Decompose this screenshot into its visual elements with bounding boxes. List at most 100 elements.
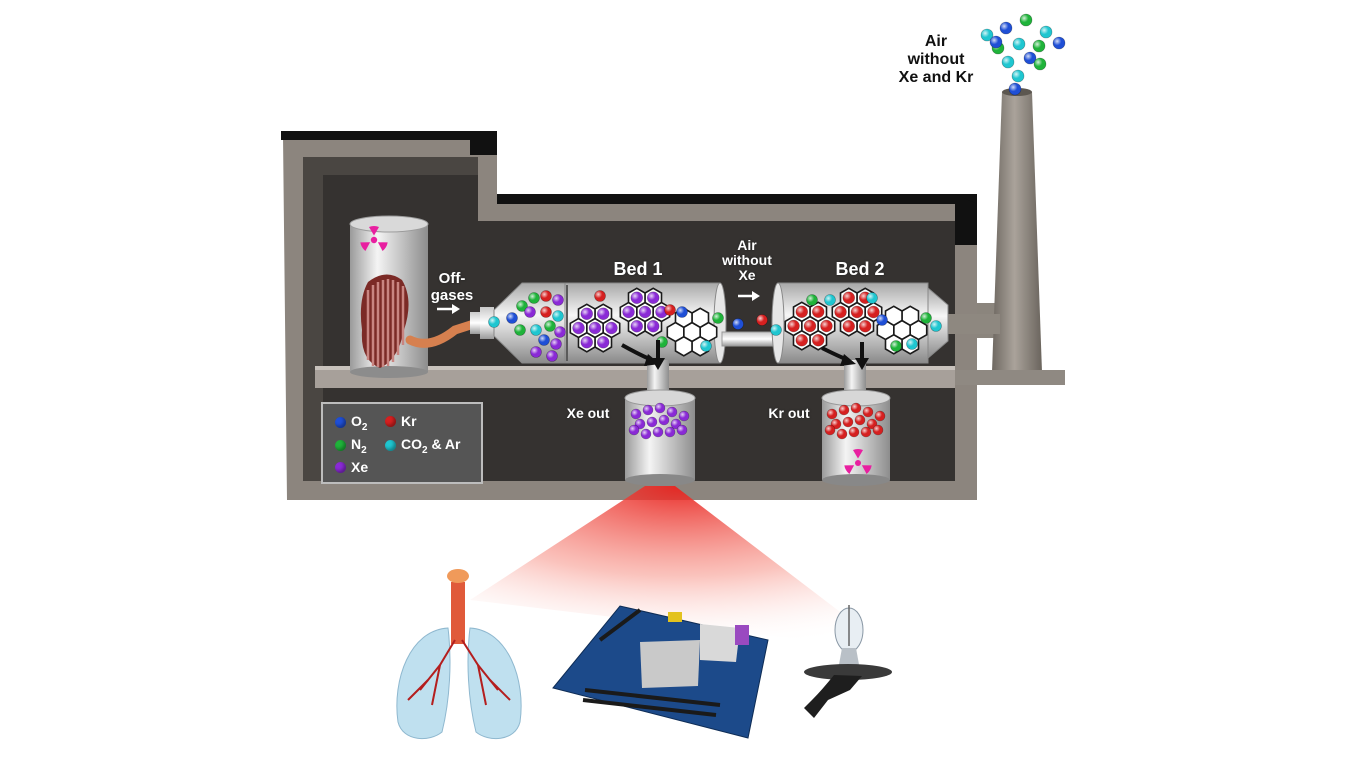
molecule-highlight bbox=[605, 322, 618, 334]
molecule-highlight bbox=[1012, 70, 1024, 82]
molecule-highlight bbox=[834, 306, 847, 318]
radiation-icon bbox=[360, 226, 388, 251]
bed-1-label: Bed 1 bbox=[613, 259, 663, 279]
molecule-highlight bbox=[546, 350, 558, 362]
molecule-highlight bbox=[552, 310, 564, 322]
molecule-highlight bbox=[863, 407, 873, 417]
molecule-highlight bbox=[552, 294, 564, 306]
o2-dot bbox=[335, 417, 346, 429]
molecule-highlight bbox=[843, 417, 853, 427]
kr-out-label: Kr out bbox=[768, 405, 810, 421]
n2-dot bbox=[335, 440, 346, 452]
co2-ar-dot bbox=[385, 440, 396, 452]
molecule-highlight bbox=[641, 429, 651, 439]
molecule-highlight bbox=[594, 290, 606, 302]
molecule-highlight bbox=[806, 294, 818, 306]
molecule-highlight bbox=[630, 291, 643, 304]
legend-item-n2: N2 bbox=[335, 436, 367, 456]
molecule-highlight bbox=[906, 338, 918, 350]
molecule-highlight bbox=[1013, 38, 1025, 50]
bed-connector-pipe bbox=[721, 331, 781, 347]
molecule-highlight bbox=[842, 291, 855, 304]
flow-arrows bbox=[437, 291, 869, 370]
molecule-highlight bbox=[849, 427, 859, 437]
molecule-highlight bbox=[837, 429, 847, 439]
molecule-highlight bbox=[514, 324, 526, 336]
arrow-right-icon bbox=[738, 291, 760, 301]
mof-cell bbox=[674, 335, 693, 357]
molecule-highlight bbox=[851, 306, 863, 318]
molecule-highlight bbox=[488, 316, 500, 328]
molecule-highlight bbox=[1000, 22, 1012, 34]
light-bulb-icon bbox=[804, 605, 892, 718]
molecule-highlight bbox=[664, 304, 676, 316]
molecule-highlight bbox=[827, 409, 837, 419]
mof-cell bbox=[901, 305, 920, 327]
molecule-highlight bbox=[647, 291, 660, 304]
xe-dot bbox=[335, 461, 346, 473]
xe-out-label: Xe out bbox=[566, 405, 610, 421]
molecule-highlight bbox=[890, 340, 902, 352]
molecule-highlight bbox=[855, 415, 865, 425]
molecule-highlight bbox=[630, 320, 643, 333]
molecule-highlight bbox=[597, 307, 610, 320]
mof-cell bbox=[884, 305, 903, 327]
molecule-highlight bbox=[540, 306, 552, 318]
air-without-xe-kr-label: Air without Xe and Kr bbox=[898, 33, 974, 86]
molecule-highlight bbox=[867, 306, 880, 318]
molecule-highlight bbox=[732, 318, 744, 330]
molecule-highlight bbox=[804, 320, 816, 332]
legend-item-kr: Kr bbox=[385, 413, 417, 429]
molecule-highlight bbox=[981, 29, 993, 41]
molecule-highlight bbox=[824, 294, 836, 306]
molecule-highlight bbox=[1009, 83, 1021, 95]
legend-item-co2-ar: CO2 & Ar bbox=[385, 436, 461, 456]
molecule-highlight bbox=[712, 312, 724, 324]
molecule-highlight bbox=[1020, 14, 1032, 26]
molecule-highlight bbox=[622, 306, 635, 318]
molecule-highlight bbox=[516, 300, 528, 312]
molecule-highlight bbox=[540, 290, 552, 302]
molecule-highlight bbox=[859, 320, 872, 333]
mof-frameworks bbox=[569, 287, 928, 357]
molecule-highlight bbox=[770, 324, 782, 336]
molecule-highlight bbox=[655, 403, 665, 413]
arrow-right-icon bbox=[437, 304, 460, 314]
molecule-highlight bbox=[572, 322, 585, 334]
gas-molecules bbox=[488, 290, 942, 440]
molecule-highlight bbox=[639, 306, 651, 318]
molecule-highlight bbox=[580, 307, 593, 320]
molecule-highlight bbox=[866, 292, 878, 304]
molecule-highlight bbox=[825, 425, 835, 435]
molecule-highlight bbox=[842, 320, 855, 333]
molecule-highlight bbox=[647, 320, 660, 333]
molecule-highlight bbox=[647, 417, 657, 427]
molecule-highlight bbox=[812, 305, 825, 318]
molecule-highlight bbox=[530, 324, 542, 336]
molecule-highlight bbox=[653, 427, 663, 437]
molecule-highlight bbox=[659, 415, 669, 425]
molecule-highlight bbox=[679, 411, 689, 421]
offgas-pipe bbox=[405, 317, 485, 348]
air-without-xe-label: Air without Xe bbox=[722, 237, 772, 283]
molecule-highlight bbox=[538, 334, 550, 346]
molecule-highlight bbox=[876, 314, 888, 326]
molecule-highlight bbox=[597, 336, 610, 349]
molecule-highlight bbox=[930, 320, 942, 332]
lungs-icon bbox=[396, 569, 522, 740]
xe-glow-cone bbox=[470, 486, 890, 650]
molecule-highlight bbox=[795, 334, 808, 347]
molecule-highlight bbox=[544, 320, 556, 332]
molecule-highlight bbox=[528, 292, 540, 304]
molecule-highlight bbox=[631, 409, 641, 419]
legend-label-xe: Xe bbox=[351, 459, 369, 475]
molecule-highlight bbox=[589, 322, 601, 334]
legend-label-o2: O2 bbox=[351, 413, 368, 433]
kr-dot bbox=[385, 415, 396, 427]
motherboard-icon bbox=[552, 605, 769, 739]
molecule-highlight bbox=[530, 346, 542, 358]
bed-2-label: Bed 2 bbox=[835, 259, 885, 279]
molecule-highlight bbox=[676, 306, 688, 318]
molecule-highlight bbox=[839, 405, 849, 415]
